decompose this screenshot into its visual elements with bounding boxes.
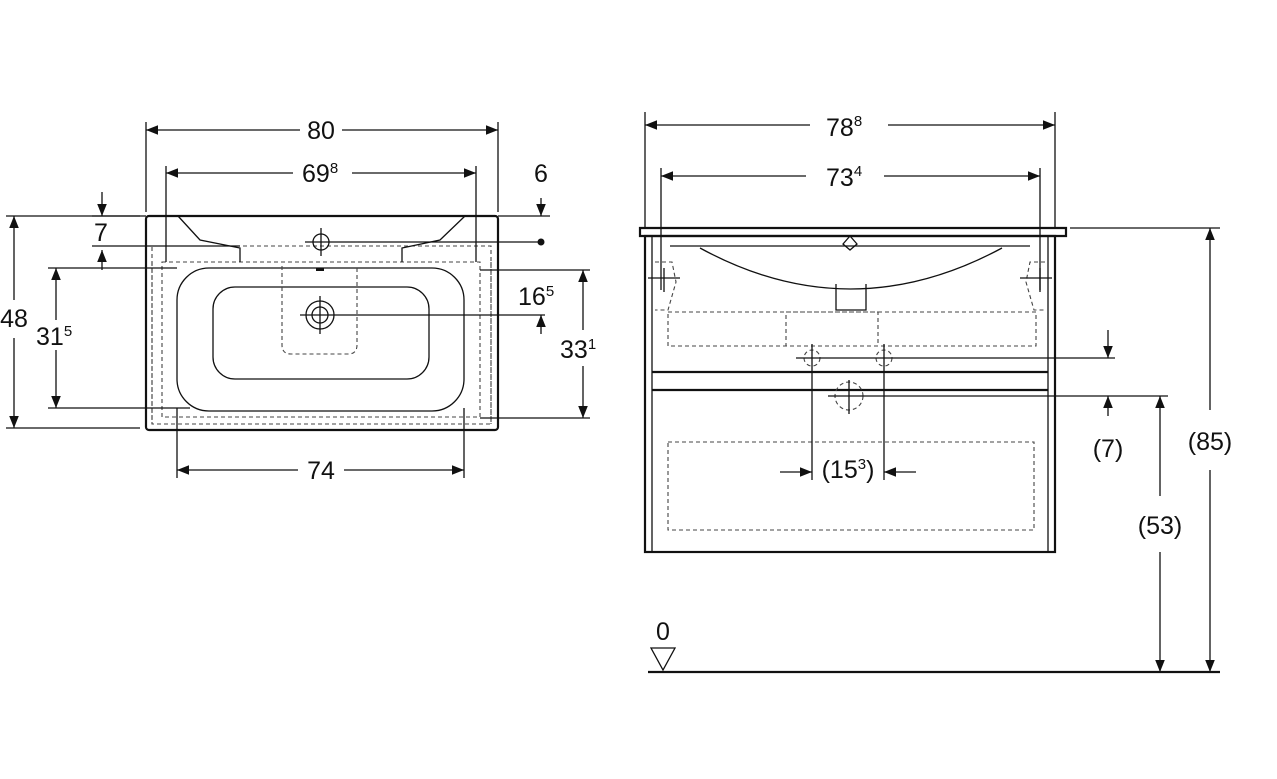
cabinet-body	[643, 234, 1057, 554]
dim-front-width-overall: 788	[826, 113, 862, 142]
dim-height-drain: (53)	[1138, 512, 1182, 540]
cabinet-inner-dashed	[161, 261, 481, 418]
dim-front-width-inner: 734	[826, 163, 862, 192]
basin-top	[638, 226, 1068, 238]
dim-basin-width: 74	[307, 457, 335, 485]
dim-height-total: (85)	[1188, 428, 1232, 456]
basin-bowl	[176, 267, 465, 412]
dim-tap-offset: 7	[94, 219, 108, 247]
dim-top-offset: 6	[534, 160, 548, 188]
dim-drain-offset: 165	[518, 283, 554, 311]
basin-bowl-inner	[212, 286, 430, 380]
front-view: 788 734 (153) (7) (85) (53) 0	[638, 112, 1232, 674]
dim-depth-overall: 48	[0, 305, 28, 333]
floor-level-icon	[649, 647, 677, 672]
dim-drain-spacing: (153)	[822, 456, 875, 484]
top-view: 80 698 6 7 48 315 165	[0, 117, 596, 485]
dim-width-inner: 698	[302, 160, 338, 188]
cabinet-outline-dashed	[151, 245, 492, 425]
drawer-inner-dashed	[667, 441, 1035, 531]
dim-drain-drop: (7)	[1093, 435, 1124, 463]
basin-outline	[144, 214, 500, 432]
floor-level-label: 0	[656, 618, 670, 646]
dim-cabinet-depth: 331	[560, 336, 596, 364]
dim-width-overall: 80	[307, 117, 335, 145]
dim-basin-depth: 315	[36, 323, 72, 351]
